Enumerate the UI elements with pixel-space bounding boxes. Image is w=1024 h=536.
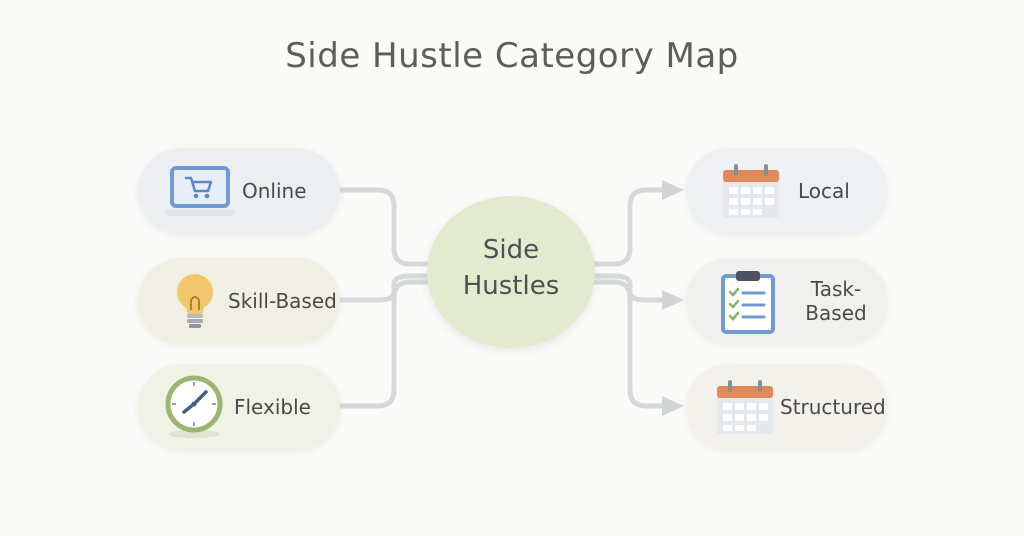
node-label: Structured — [780, 395, 886, 419]
arrow-head-local — [662, 180, 684, 200]
lightbulb-icon — [177, 274, 213, 328]
arrow-head-structured — [662, 396, 684, 416]
connector-flexible — [337, 279, 433, 409]
node-label: Skill-Based — [228, 289, 337, 313]
center-hub-label: Side Hustles — [462, 235, 560, 301]
connector-local — [591, 187, 667, 267]
calendar-icon — [723, 164, 779, 218]
page-title: Side Hustle Category Map — [285, 36, 739, 76]
node-skill-based[interactable]: Skill-Based — [138, 258, 340, 344]
node-label: Flexible — [234, 395, 311, 419]
node-task-based[interactable]: Task- Based — [686, 258, 888, 344]
connector-online — [337, 187, 433, 267]
node-online[interactable]: Online — [138, 148, 340, 234]
calendar-icon — [717, 380, 773, 434]
node-label: Online — [242, 179, 307, 203]
connector-structured — [591, 279, 667, 409]
node-structured[interactable]: Structured — [686, 364, 888, 450]
node-local[interactable]: Local — [686, 148, 888, 234]
clipboard-checklist-icon — [721, 271, 775, 334]
center-hub[interactable]: Side Hustles — [427, 196, 595, 348]
laptop-cart-icon — [164, 166, 236, 216]
node-flexible[interactable]: Flexible — [138, 364, 340, 450]
clock-icon — [165, 375, 223, 438]
node-label: Local — [798, 179, 850, 203]
node-label: Task- Based — [805, 277, 867, 325]
arrow-head-task-based — [662, 290, 684, 310]
